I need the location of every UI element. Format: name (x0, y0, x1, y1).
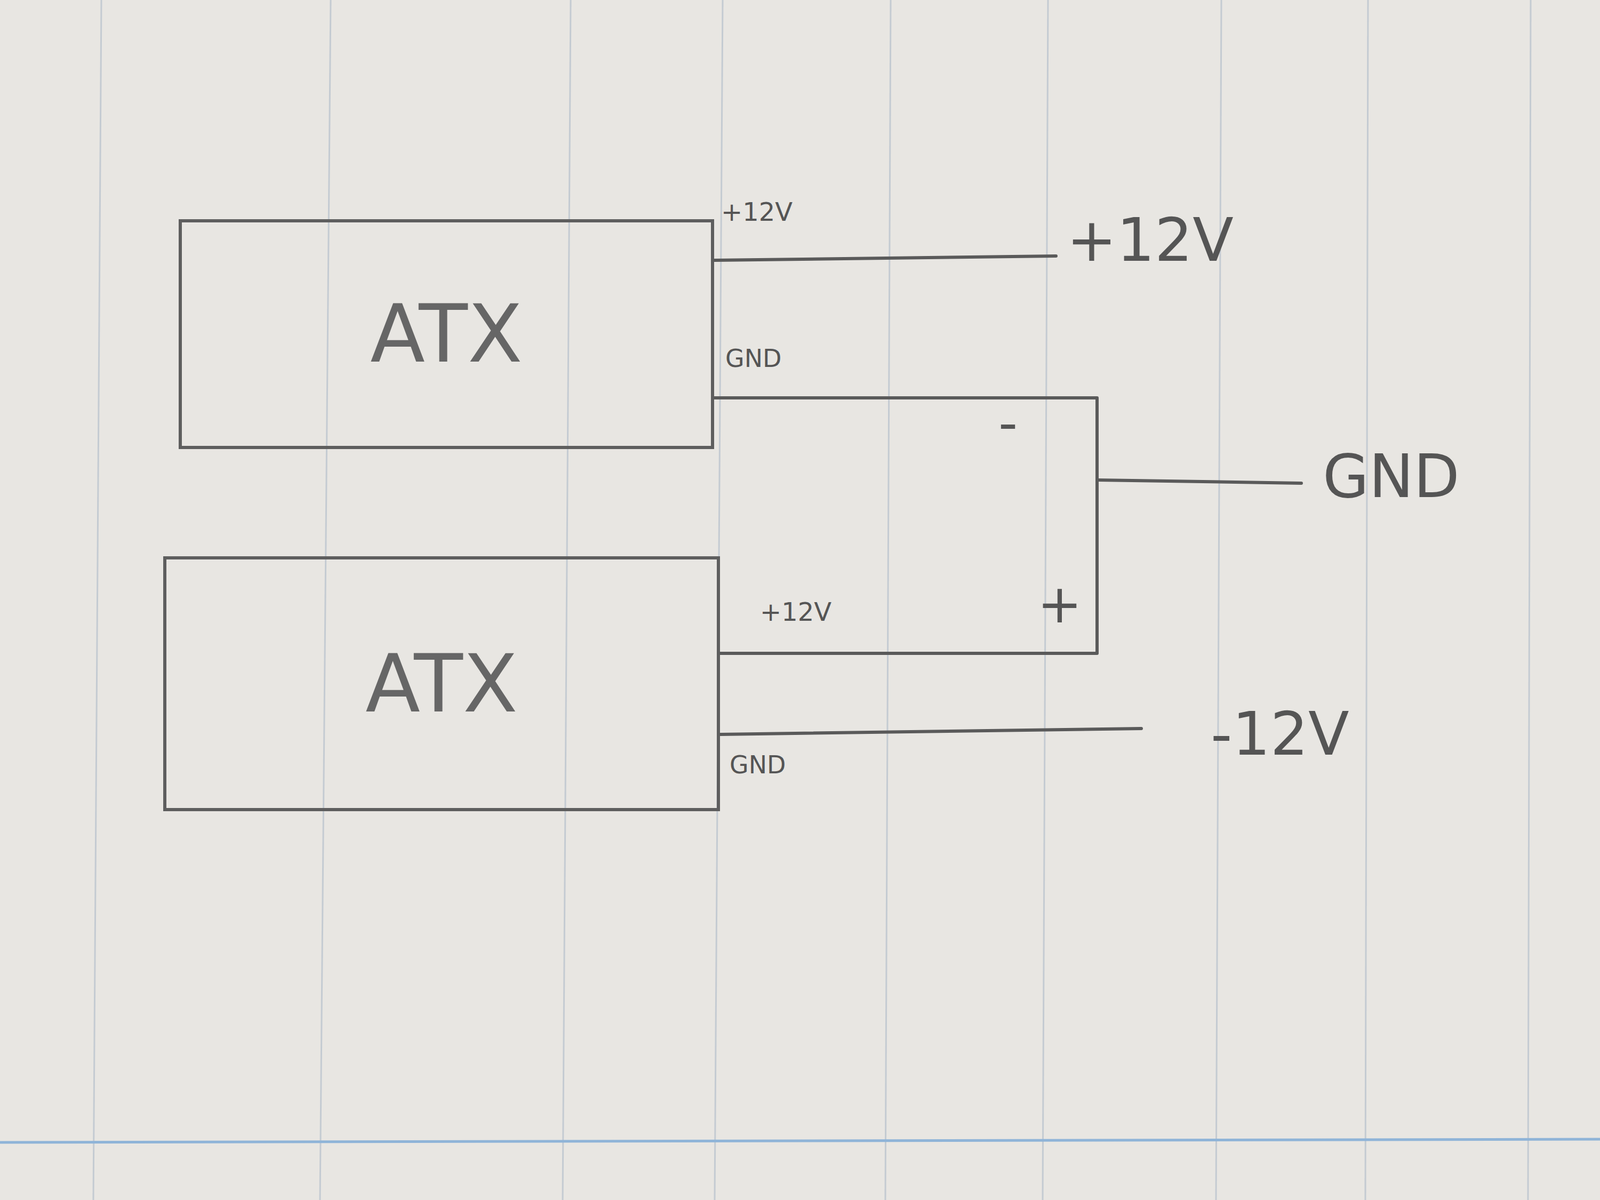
signal-name: +12V (760, 598, 832, 626)
signal-name: -12V (1210, 702, 1350, 766)
polarity-mark: + (1037, 576, 1083, 632)
signal-name: GND (1322, 445, 1460, 509)
polarity-mark: - (998, 394, 1018, 451)
minus-12v-wire (720, 728, 1142, 735)
signal-name: GND (729, 752, 786, 778)
power-supply-box: ATX (178, 219, 715, 450)
ruled-lines (93, 0, 1531, 1200)
power-supply-box: ATX (163, 556, 720, 812)
signal-name: +12V (721, 198, 793, 226)
box-title: ATX (354, 634, 528, 734)
box-title: ATX (359, 284, 533, 384)
signal-name: +12V (1066, 209, 1234, 272)
plus-12v-wire (714, 256, 1056, 261)
signal-name: GND (725, 345, 782, 372)
ground-link-wire (714, 397, 1098, 654)
margin-line (0, 1139, 1600, 1143)
gnd-wire (1097, 480, 1302, 484)
